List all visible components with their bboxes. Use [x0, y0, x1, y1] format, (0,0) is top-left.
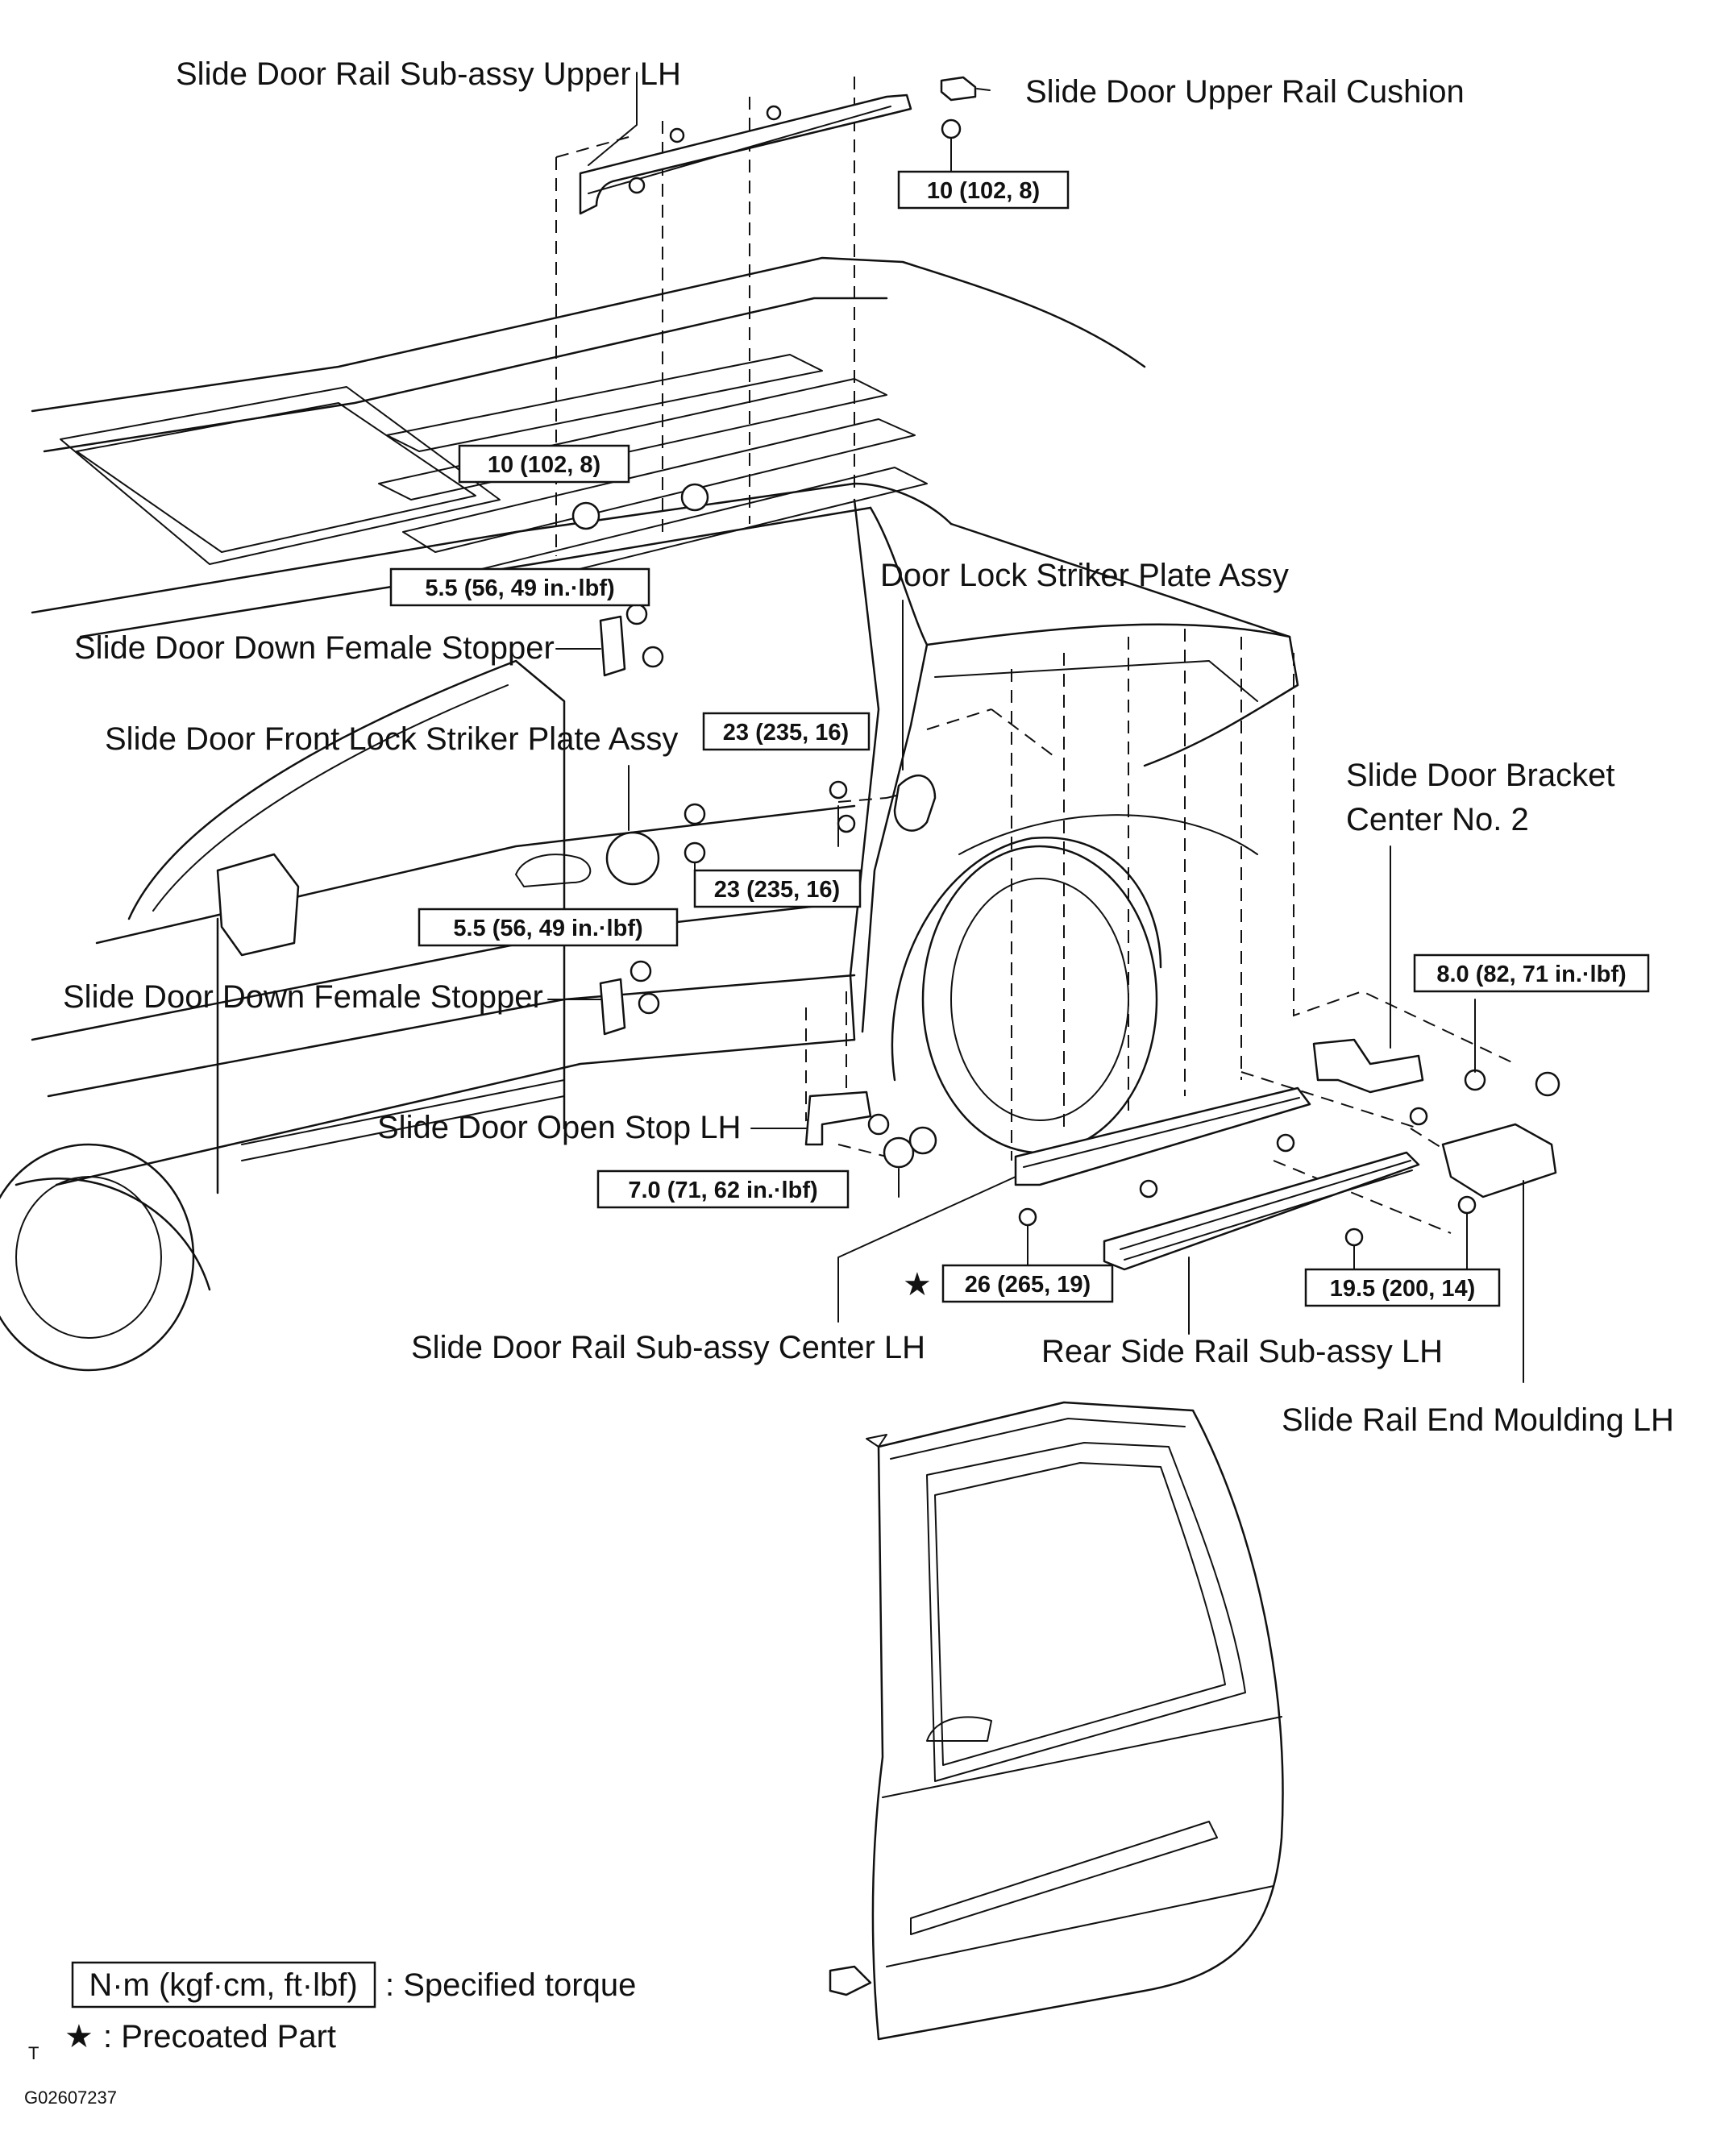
svg-text:5.5 (56, 49 in.·lbf): 5.5 (56, 49 in.·lbf)	[425, 575, 614, 601]
label-bracket-center: Slide Door Bracket	[1346, 758, 1614, 793]
torque-spec-center-rail: ★ 26 (265, 19)	[903, 1264, 1114, 1303]
svg-text:19.5 (200, 14): 19.5 (200, 14)	[1330, 1276, 1476, 1302]
svg-text:23 (235, 16): 23 (235, 16)	[714, 877, 840, 903]
torque-spec-roof: 10 (102, 8)	[458, 444, 630, 484]
upper-rail-part	[579, 93, 912, 215]
svg-text:10 (102, 8): 10 (102, 8)	[927, 178, 1040, 204]
legend-torque-desc: : Specified torque	[385, 1967, 636, 2003]
torque-spec-open-stop: 7.0 (71, 62 in.·lbf)	[596, 1169, 850, 1209]
legend-precoat-star: ★	[64, 2019, 93, 2054]
label-rear-rail: Rear Side Rail Sub-assy LH	[1041, 1334, 1443, 1369]
end-moulding-part	[1441, 1123, 1557, 1198]
svg-text:7.0 (71, 62 in.·lbf): 7.0 (71, 62 in.·lbf)	[628, 1178, 817, 1203]
torque-spec-upper-cushion: 10 (102, 8)	[897, 170, 1070, 210]
legend-torque-unit: N·m (kgf·cm, ft·lbf)	[89, 1967, 357, 2003]
legend-side-mark: T	[28, 2043, 39, 2063]
label-rail-center: Slide Door Rail Sub-assy Center LH	[411, 1330, 925, 1365]
torque-spec-bracket: 8.0 (82, 71 in.·lbf)	[1413, 953, 1650, 993]
label-bracket-center-2: Center No. 2	[1346, 802, 1529, 837]
label-striker-plate: Door Lock Striker Plate Assy	[880, 558, 1289, 593]
svg-text:26 (265, 19): 26 (265, 19)	[965, 1272, 1091, 1298]
legend: N·m (kgf·cm, ft·lbf) : Specified torque …	[24, 1961, 636, 2108]
label-down-stopper-2: Slide Door Down Female Stopper	[63, 979, 543, 1015]
front-striker-part	[605, 831, 660, 886]
torque-spec-rear-rail: 19.5 (200, 14)	[1304, 1268, 1501, 1307]
bolt-icons	[571, 105, 1560, 1247]
assembly-guide-lines	[555, 77, 1516, 1234]
svg-text:23 (235, 16): 23 (235, 16)	[723, 720, 849, 746]
vehicle-body-outline	[0, 256, 1299, 1372]
figure-code: G02607237	[24, 2087, 117, 2108]
center-rail-part	[1014, 1086, 1311, 1186]
label-rail-upper: Slide Door Rail Sub-assy Upper LH	[176, 56, 681, 92]
label-front-striker: Slide Door Front Lock Striker Plate Assy	[105, 721, 678, 757]
label-down-stopper-1: Slide Door Down Female Stopper	[74, 630, 555, 666]
svg-text:10 (102, 8): 10 (102, 8)	[488, 452, 600, 478]
svg-text:8.0 (82, 71 in.·lbf): 8.0 (82, 71 in.·lbf)	[1436, 962, 1626, 987]
leader-lines	[547, 72, 1524, 1383]
precoat-star-marker: ★	[903, 1267, 932, 1302]
open-stop-part	[804, 1090, 872, 1146]
label-upper-cushion: Slide Door Upper Rail Cushion	[1025, 74, 1465, 110]
down-stopper-part-2	[599, 978, 626, 1036]
slide-door-panel	[829, 1401, 1284, 2041]
legend-precoat-desc: : Precoated Part	[103, 2019, 336, 2054]
striker-plate-part	[893, 775, 937, 832]
torque-spec-striker: 23 (235, 16)	[702, 712, 871, 751]
torque-spec-stopper-2: 5.5 (56, 49 in.·lbf)	[418, 908, 679, 947]
label-end-moulding: Slide Rail End Moulding LH	[1282, 1402, 1674, 1438]
upper-cushion-part	[940, 76, 977, 102]
torque-spec-front-striker: 23 (235, 16)	[693, 869, 862, 908]
label-open-stop: Slide Door Open Stop LH	[377, 1110, 741, 1145]
down-stopper-part-1	[599, 615, 626, 677]
bracket-part	[1312, 1038, 1424, 1094]
legend-torque-box	[71, 1961, 376, 2009]
torque-spec-stopper-1: 5.5 (56, 49 in.·lbf)	[389, 567, 650, 607]
svg-text:5.5 (56, 49 in.·lbf): 5.5 (56, 49 in.·lbf)	[453, 916, 642, 941]
